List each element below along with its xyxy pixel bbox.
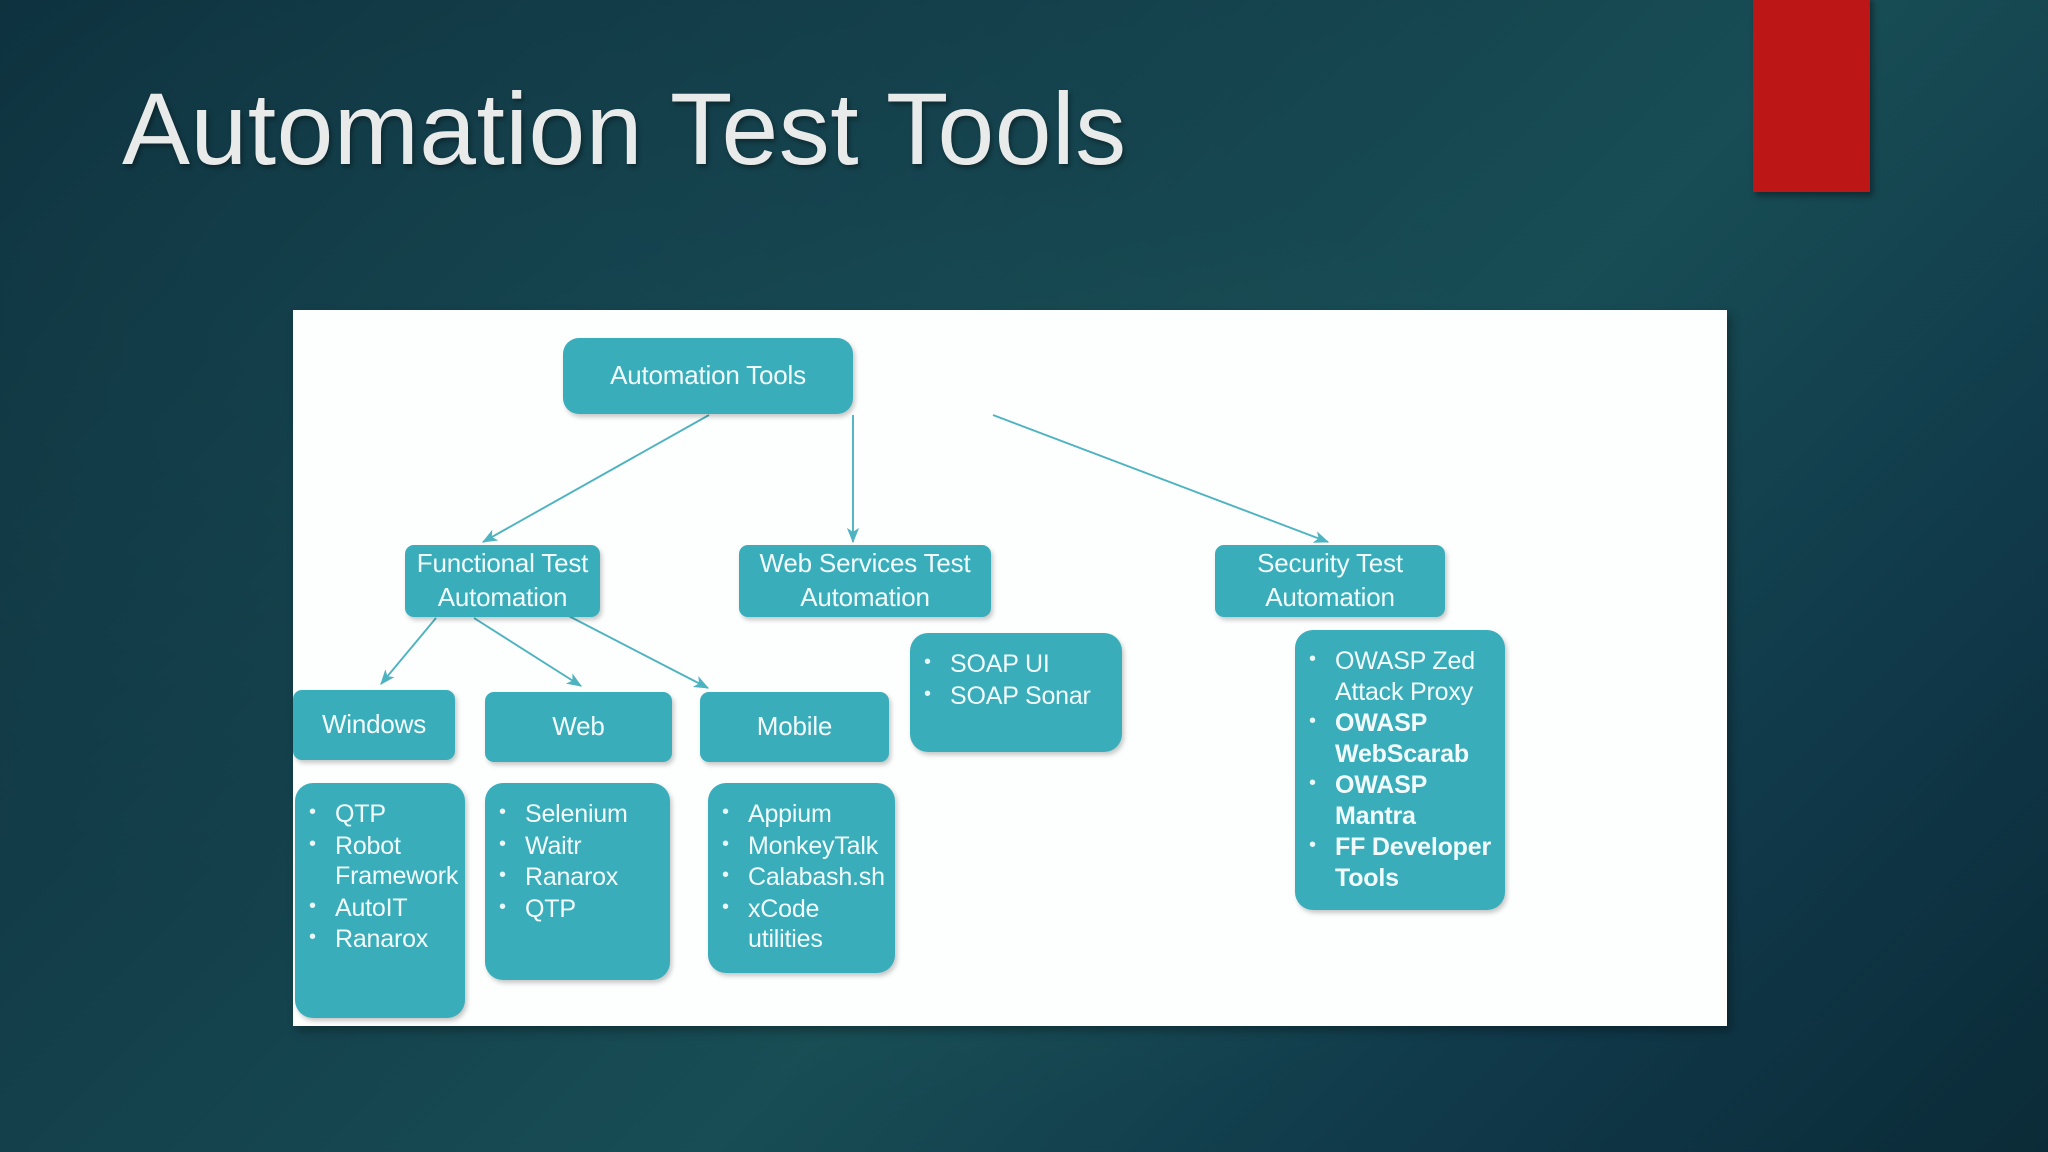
list-item-label: Selenium — [525, 800, 628, 828]
node-mobile[interactable]: Mobile — [700, 692, 889, 762]
bullet-dot-icon: • — [722, 864, 730, 886]
node-windows[interactable]: Windows — [293, 690, 455, 760]
node-web-label: Web — [552, 711, 605, 742]
connector-lines — [380, 414, 1330, 689]
tools-box-web-services[interactable]: • SOAP UI • SOAP Sonar — [910, 633, 1122, 752]
list-item: • Waitr — [499, 831, 660, 862]
list-item-label: FF Developer Tools — [1335, 833, 1491, 892]
node-mobile-label: Mobile — [756, 711, 833, 742]
list-item-label: SOAP UI — [950, 650, 1050, 678]
bullet-dot-icon: • — [499, 832, 507, 855]
list-item-label: SOAP Sonar — [950, 681, 1091, 710]
list-item: • Appium — [722, 799, 885, 830]
list-item-label: Waitr — [525, 831, 582, 860]
list-item: • QTP — [499, 894, 660, 925]
list-item-label: OWASP WebScarab — [1335, 709, 1469, 768]
list-item-label: Ranarox — [335, 925, 429, 953]
bullet-dot-icon: • — [924, 651, 932, 673]
node-security-test-automation-label: Security Test Automation — [1257, 548, 1403, 612]
bullet-dot-icon: • — [499, 864, 507, 886]
tools-list-web-services: • SOAP UI • SOAP Sonar — [924, 649, 1112, 711]
list-item-label: Appium — [748, 800, 832, 828]
node-security-test-automation[interactable]: Security Test Automation — [1215, 545, 1445, 617]
bullet-dot-icon: • — [309, 801, 317, 823]
list-item-label: Ranarox — [525, 863, 619, 891]
list-item-label: QTP — [525, 894, 576, 923]
diagram-panel: Automation Tools Functional Test Automat… — [293, 310, 1727, 1026]
list-item: • Ranarox — [309, 924, 455, 955]
tools-list-security: •OWASP Zed Attack Proxy•OWASP WebScarab•… — [1309, 646, 1495, 893]
list-item: • Selenium — [499, 799, 660, 830]
list-item: • SOAP Sonar — [924, 681, 1112, 712]
bullet-dot-icon: • — [1309, 834, 1317, 856]
node-functional-test-automation[interactable]: Functional Test Automation — [405, 545, 600, 617]
list-item: • MonkeyTalk — [722, 831, 885, 862]
bullet-dot-icon: • — [722, 832, 730, 855]
tools-list-mobile: • Appium • MonkeyTalk • Calabash.sh • xCode uti… — [722, 799, 885, 955]
node-automation-tools[interactable]: Automation Tools — [563, 338, 853, 414]
list-item-label: Robot Framework — [335, 831, 459, 891]
list-item-label: AutoIT — [335, 893, 408, 922]
bullet-dot-icon: • — [1309, 710, 1317, 732]
tools-box-mobile[interactable]: • Appium • MonkeyTalk • Calabash.sh • xCode uti… — [708, 783, 895, 973]
list-item-label: MonkeyTalk — [748, 831, 878, 860]
bullet-dot-icon: • — [722, 895, 730, 918]
list-item: • FF Developer Tools — [1309, 832, 1495, 893]
list-item: • SOAP UI — [924, 649, 1112, 680]
list-item: • xCode utilities — [722, 894, 885, 955]
list-item: • OWASP Mantra — [1309, 770, 1495, 831]
node-automation-tools-label: Automation Tools — [610, 360, 806, 391]
list-item: • QTP — [309, 799, 455, 830]
list-item: • AutoIT — [309, 893, 455, 924]
bullet-dot-icon: • — [924, 682, 932, 705]
tools-list-windows: • QTP • Robot Framework • AutoIT • Ranarox — [309, 799, 459, 955]
node-web[interactable]: Web — [485, 692, 672, 762]
tools-box-web[interactable]: • Selenium • Waitr • Ranarox • QTP — [485, 783, 670, 980]
list-item: • Calabash.sh — [722, 862, 885, 893]
tools-box-security[interactable]: •OWASP Zed Attack Proxy•OWASP WebScarab•… — [1295, 630, 1505, 910]
red-accent-bar — [1753, 0, 1870, 192]
node-functional-test-automation-label: Functional Test Automation — [416, 548, 589, 612]
bullet-dot-icon: • — [1309, 648, 1317, 670]
list-item-label: OWASP Mantra — [1335, 771, 1427, 830]
bullet-dot-icon: • — [309, 926, 317, 948]
tools-list-web: • Selenium • Waitr • Ranarox • QTP — [499, 799, 660, 924]
list-item: • Ranarox — [499, 862, 660, 893]
bullet-dot-icon: • — [499, 895, 507, 918]
bullet-dot-icon: • — [309, 832, 317, 855]
list-item-label: OWASP Zed Attack Proxy — [1335, 647, 1475, 706]
bullet-dot-icon: • — [722, 801, 730, 823]
node-web-services-test-automation[interactable]: Web Services Test Automation — [739, 545, 991, 617]
list-item: • Robot Framework — [309, 831, 459, 892]
list-item: • OWASP WebScarab — [1309, 708, 1495, 769]
tools-box-windows[interactable]: • QTP • Robot Framework • AutoIT • Ranarox — [295, 783, 465, 1018]
node-windows-label: Windows — [321, 709, 427, 740]
list-item-label: Calabash.sh — [748, 863, 885, 891]
bullet-dot-icon: • — [499, 801, 507, 823]
bullet-dot-icon: • — [309, 894, 317, 917]
list-item-label: QTP — [335, 800, 386, 828]
bullet-dot-icon: • — [1309, 772, 1317, 794]
page-title: Automation Test Tools — [122, 72, 1127, 186]
list-item-label: xCode utilities — [748, 894, 823, 954]
list-item: • OWASP Zed Attack Proxy — [1309, 646, 1495, 707]
node-web-services-test-automation-label: Web Services Test Automation — [759, 548, 971, 612]
